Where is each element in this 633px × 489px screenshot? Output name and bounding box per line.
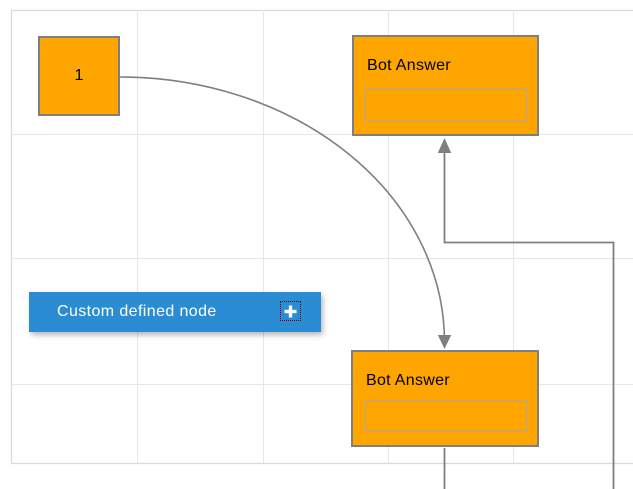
elbow-connector[interactable] [443, 152, 615, 489]
curved-connector-arrowhead [437, 335, 452, 349]
square-node-label: 1 [74, 67, 84, 84]
custom-node-label: Custom defined node [57, 303, 217, 320]
add-node-button[interactable] [280, 301, 301, 321]
custom-defined-node[interactable]: Custom defined node [29, 292, 321, 332]
curved-connector[interactable] [119, 76, 446, 343]
elbow-connector-arrowhead [437, 138, 452, 153]
bot-answer-title: Bot Answer [366, 372, 450, 389]
bot-answer-top-node[interactable]: Bot Answer [352, 35, 539, 136]
square-node[interactable]: 1 [38, 36, 120, 116]
bot-answer-input[interactable] [365, 400, 527, 432]
bot-answer-title: Bot Answer [367, 57, 451, 74]
bot-answer-bottom-node[interactable]: Bot Answer [351, 350, 539, 447]
bot-answer-input[interactable] [365, 88, 527, 121]
plus-icon [284, 305, 297, 317]
